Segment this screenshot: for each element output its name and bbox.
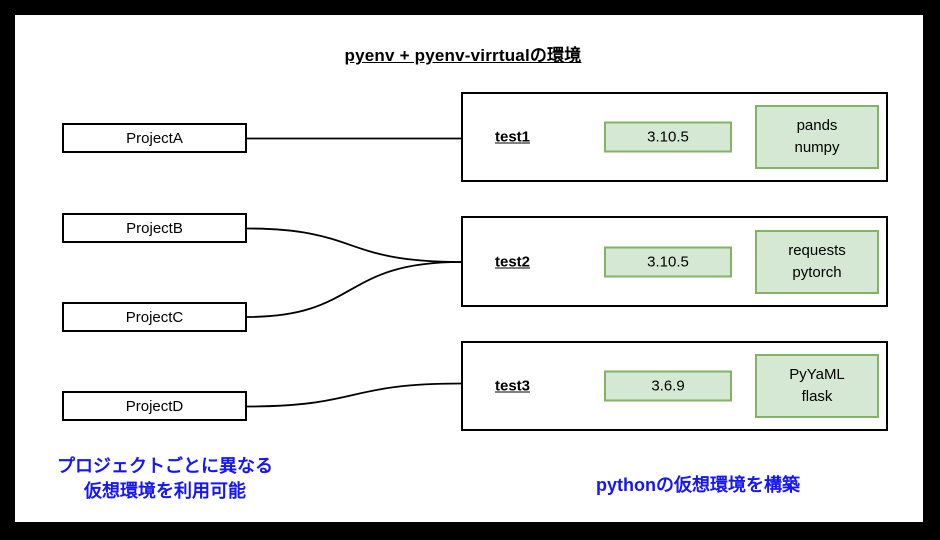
- env-name: test2: [495, 253, 531, 270]
- project-label: ProjectC: [125, 308, 184, 326]
- project-label: ProjectB: [126, 219, 183, 237]
- note-projects-annotation: プロジェクトごとに異なる 仮想環境を利用可能: [23, 454, 307, 504]
- note-line: 仮想環境を利用可能: [84, 481, 246, 501]
- project-label: ProjectD: [125, 397, 184, 415]
- python-version-box: 3.10.5: [604, 121, 732, 153]
- packages-box: pands numpy: [755, 105, 879, 169]
- package-name: pytorch: [792, 263, 842, 281]
- env-box-test2: test2 3.10.5 requests pytorch: [461, 216, 888, 307]
- package-name: numpy: [794, 139, 840, 156]
- python-version: 3.10.5: [647, 128, 689, 146]
- project-label: ProjectA: [126, 129, 183, 147]
- env-name: test3: [495, 377, 531, 395]
- note-line: プロジェクトごとに異なる: [57, 456, 273, 476]
- package-name: pands: [796, 117, 838, 134]
- project-box-c: ProjectC: [62, 302, 247, 332]
- package-name: PyYaML: [789, 366, 845, 383]
- python-version-box: 3.6.9: [604, 370, 732, 402]
- env-name: test1: [495, 128, 531, 146]
- project-box-b: ProjectB: [62, 213, 247, 243]
- env-box-test3: test3 3.6.9 PyYaML flask: [461, 341, 888, 431]
- packages-box: PyYaML flask: [755, 354, 879, 418]
- note-venv-annotation: pythonの仮想環境を構築: [553, 471, 843, 497]
- python-version: 3.6.9: [651, 377, 685, 395]
- package-name: requests: [788, 241, 846, 259]
- python-version-box: 3.10.5: [604, 246, 732, 277]
- python-version: 3.10.5: [647, 253, 689, 270]
- diagram-title: pyenv + pyenv-virrtualの環境: [344, 46, 582, 65]
- packages-box: requests pytorch: [755, 229, 879, 294]
- note-line: pythonの仮想環境を構築: [596, 475, 800, 495]
- project-box-d: ProjectD: [62, 391, 247, 421]
- env-box-test1: test1 3.10.5 pands numpy: [461, 92, 888, 182]
- package-name: flask: [801, 388, 833, 405]
- project-box-a: ProjectA: [62, 123, 247, 153]
